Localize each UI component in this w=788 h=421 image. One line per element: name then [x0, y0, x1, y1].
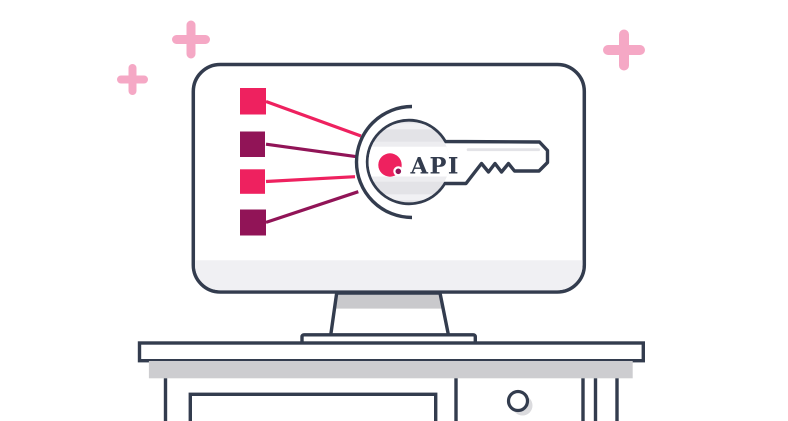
key-band-edge — [368, 141, 450, 147]
stand-neck-shade — [333, 293, 444, 309]
plus-icon — [603, 29, 645, 71]
connection-line — [265, 175, 356, 184]
key-head — [368, 121, 450, 203]
connection-line — [265, 142, 357, 159]
connection-line — [265, 190, 359, 224]
desk-shadow-band — [148, 361, 633, 379]
key-head-arc — [354, 104, 413, 220]
desk-top — [137, 341, 645, 363]
plus-icon — [172, 20, 210, 59]
source-square — [240, 169, 265, 194]
monitor-stand-neck — [328, 291, 451, 337]
connection-lines — [265, 99, 362, 224]
desk — [137, 291, 645, 421]
api-key-label: API — [410, 153, 460, 179]
decoration-plus-group — [117, 20, 645, 95]
connection-line — [265, 99, 362, 138]
drawer-knob — [506, 389, 530, 413]
source-square — [240, 209, 266, 236]
brand-dot-small — [393, 166, 404, 177]
key-head-stripe — [368, 194, 450, 201]
source-square — [240, 88, 266, 115]
key-shaft-highlight — [466, 148, 540, 152]
monitor: API — [191, 62, 587, 294]
plus-icon — [117, 64, 148, 95]
source-square — [240, 131, 265, 157]
source-squares — [240, 88, 266, 236]
drawer-front — [188, 392, 438, 421]
monitor-chin — [195, 260, 583, 291]
screen-content: API — [240, 88, 550, 236]
key-band-edge — [368, 176, 450, 182]
key-head-stripe — [368, 123, 450, 130]
